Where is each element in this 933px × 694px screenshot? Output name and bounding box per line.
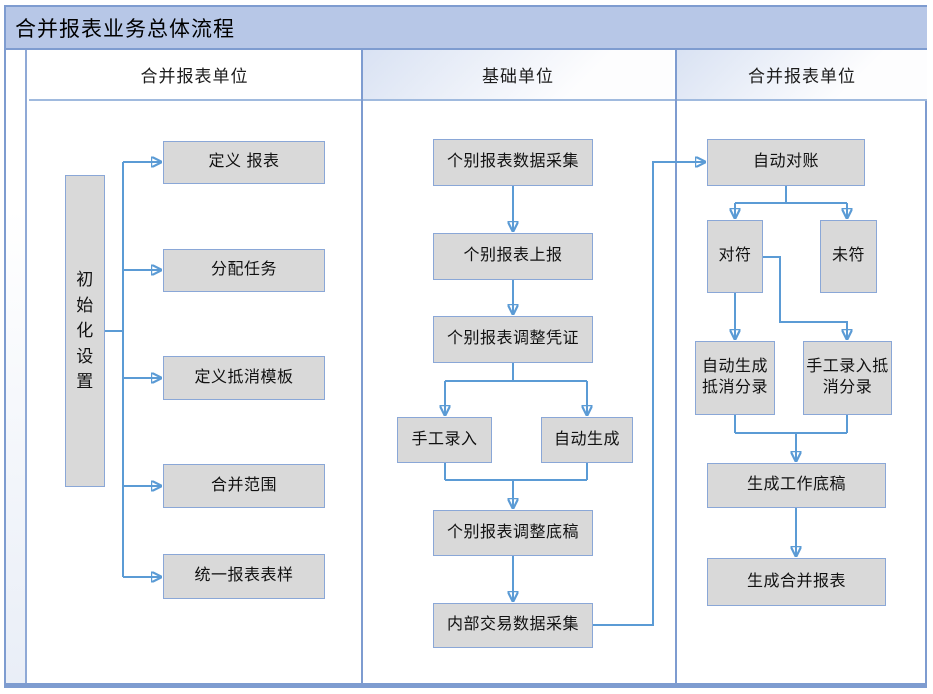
outer-frame <box>4 5 927 688</box>
lane-header-left: 合并报表单位 <box>29 50 360 99</box>
title-bar: 合并报表业务总体流程 <box>6 7 927 50</box>
node-unified-report-format: 统一报表表样 <box>163 554 325 599</box>
lane-header-middle: 基础单位 <box>363 50 673 99</box>
lane-divider-1 <box>361 50 363 683</box>
lane-header-right: 合并报表单位 <box>677 50 927 99</box>
node-matched: 对符 <box>707 220 763 293</box>
node-define-elim-template: 定义抵消模板 <box>163 356 325 400</box>
node-manual-entry: 手工录入 <box>397 417 492 463</box>
node-auto-reconciliation: 自动对账 <box>707 139 865 186</box>
left-margin-strip <box>6 50 27 683</box>
node-init-settings: 初始化设置 <box>65 175 105 487</box>
lane-divider-2 <box>675 50 677 683</box>
node-assign-task: 分配任务 <box>163 249 325 292</box>
node-generate-working-draft: 生成工作底稿 <box>707 463 886 508</box>
node-consolidation-scope: 合并范围 <box>163 464 325 508</box>
node-individual-data-collection: 个别报表数据采集 <box>433 139 593 186</box>
page-title: 合并报表业务总体流程 <box>15 17 235 41</box>
node-auto-generate: 自动生成 <box>541 417 633 463</box>
node-individual-adjust-voucher: 个别报表调整凭证 <box>433 316 593 363</box>
node-unmatched: 未符 <box>820 220 877 293</box>
node-individual-report-submit: 个别报表上报 <box>433 233 593 280</box>
node-define-report: 定义 报表 <box>163 141 325 184</box>
node-manual-entry-elim-entries: 手工录入抵消分录 <box>803 341 892 415</box>
node-individual-adjust-draft: 个别报表调整底稿 <box>433 510 593 556</box>
node-auto-gen-elim-entries: 自动生成抵消分录 <box>695 341 775 415</box>
node-internal-trade-collection: 内部交易数据采集 <box>433 603 593 648</box>
node-generate-consolidated-report: 生成合并报表 <box>707 558 886 606</box>
header-underline <box>29 99 927 101</box>
